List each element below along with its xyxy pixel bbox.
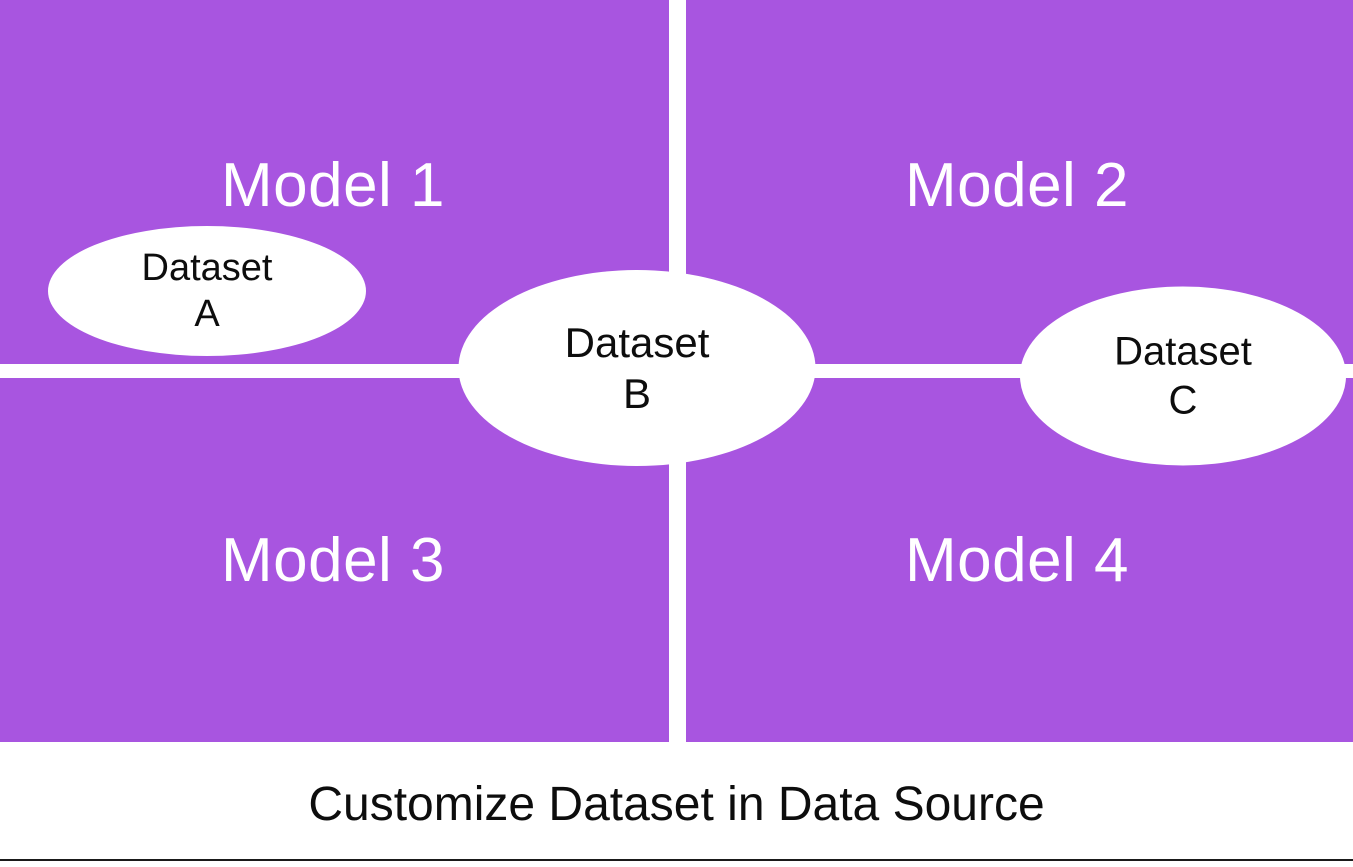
- quadrant-label-model-4: Model 4: [904, 526, 1130, 595]
- diagram-caption: Customize Dataset in Data Source: [308, 777, 1045, 831]
- dataset-b-name: Dataset: [564, 318, 710, 366]
- quadrant-label-model-3: Model 3: [220, 526, 446, 595]
- dataset-a-key: A: [194, 293, 220, 335]
- quadrant-label-model-2: Model 2: [904, 151, 1130, 220]
- dataset-c-name: Dataset: [1114, 329, 1252, 374]
- dataset-node-a: Dataset A: [48, 226, 366, 356]
- dataset-a-name: Dataset: [141, 246, 273, 289]
- dataset-c-key: C: [1168, 378, 1198, 422]
- quadrant-label-model-1: Model 1: [220, 151, 446, 220]
- bottom-rule: [0, 859, 1353, 861]
- dataset-b-key: B: [622, 370, 651, 417]
- quadrant-board: Model 1 Model 2 Model 3 Model 4 Dataset …: [0, 0, 1353, 742]
- dataset-node-b: Dataset B: [458, 270, 816, 466]
- dataset-node-c: Dataset C: [1020, 286, 1346, 466]
- caption-strip: Customize Dataset in Data Source: [0, 742, 1353, 867]
